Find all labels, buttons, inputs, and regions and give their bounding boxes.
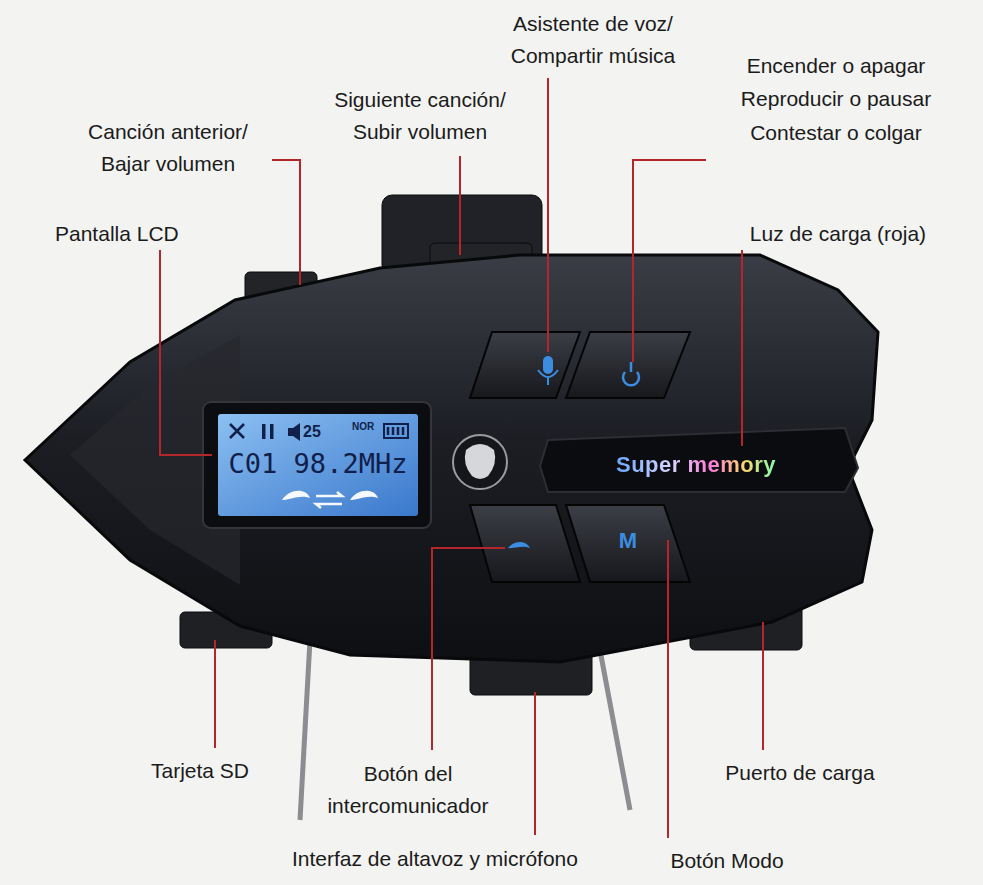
part-label: Tarjeta SD (151, 755, 249, 787)
leader-line (272, 160, 300, 285)
intercom-button (470, 505, 580, 582)
leader-line (459, 156, 461, 255)
lcd-screen (218, 414, 418, 516)
button-letter: M (619, 527, 637, 555)
part-label: Asistente de voz/ Compartir música (494, 8, 693, 72)
part-label: Canción anterior/ Bajar volumen (78, 116, 258, 180)
lcd-frequency: C01 98.2MHz (229, 446, 408, 482)
leader-line (432, 548, 505, 750)
lcd-eq: NOR (352, 420, 374, 434)
power-icon (623, 362, 639, 385)
part-label: Puerto de carga (725, 757, 874, 789)
leader-line (741, 250, 743, 446)
part-label: Botón del intercomunicador (324, 758, 493, 822)
link-arrows (316, 492, 342, 508)
leader-line (547, 78, 549, 352)
lcd-volume: 25 (303, 422, 321, 442)
part-label: Interfaz de altavoz y micrófono (292, 843, 578, 875)
part-label: Contestar o colgar (750, 117, 922, 149)
power-button (566, 332, 690, 398)
speaker-icon (288, 423, 300, 441)
part-label: Encender o apagar (747, 50, 926, 82)
leader-line (667, 540, 669, 838)
mic-icon (543, 356, 553, 374)
mode-button (566, 505, 690, 582)
voice-button (470, 332, 580, 398)
part-label: Siguiente canción/ Subir volumen (326, 84, 514, 148)
bluetooth-off-icon (230, 424, 244, 438)
part-label: Botón Modo (670, 845, 783, 877)
lion-logo (465, 444, 495, 479)
lion-logo (453, 435, 507, 489)
leader-line (633, 160, 706, 362)
battery-icon (388, 427, 403, 435)
battery-icon (384, 424, 408, 438)
pause-icon (270, 424, 274, 439)
device-body (25, 255, 878, 662)
leader-line (160, 250, 212, 455)
brand-text: Super memory (616, 451, 776, 479)
part-label: Pantalla LCD (55, 218, 179, 250)
mic-icon (538, 370, 558, 385)
pin (600, 650, 630, 810)
pause-icon (262, 424, 266, 439)
leader-line (214, 640, 216, 748)
intercom-icon (508, 542, 530, 548)
part-label: Reproducir o pausar (741, 83, 931, 115)
lcd-frame (203, 402, 431, 528)
light-band (540, 428, 858, 492)
leader-line (534, 692, 536, 835)
part-label: Luz de carga (roja) (750, 218, 926, 250)
leader-line (762, 622, 764, 750)
pin (300, 640, 310, 820)
